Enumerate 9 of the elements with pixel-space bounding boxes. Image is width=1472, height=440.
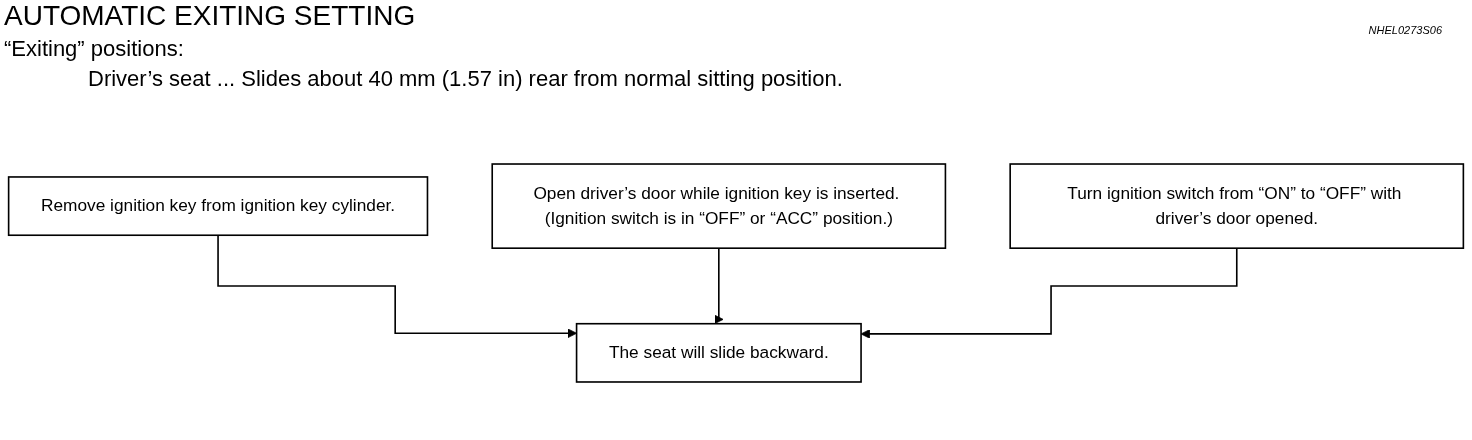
arrow xyxy=(714,247,724,325)
reference-code: NHEL0273S06 xyxy=(1368,24,1442,36)
process-box: Remove ignition key from ignition key cylinder. xyxy=(7,176,429,237)
process-box: The seat will slide backward. xyxy=(575,322,862,383)
diagram-title: AUTOMATIC EXITING SETTING xyxy=(4,0,416,32)
process-box: Turn ignition switch from “ON” to “OFF” with driver’s door opened. xyxy=(1009,163,1465,249)
section-heading: “Exiting” positions: xyxy=(4,36,184,62)
description-text: Driver’s seat ... Slides about 40 mm (1.57 in) rear from normal sitting position. xyxy=(88,66,843,92)
process-box: Open driver’s door while ignition key is inserted. (Ignition switch is in “OFF” or “ACC” position.) xyxy=(491,163,947,249)
